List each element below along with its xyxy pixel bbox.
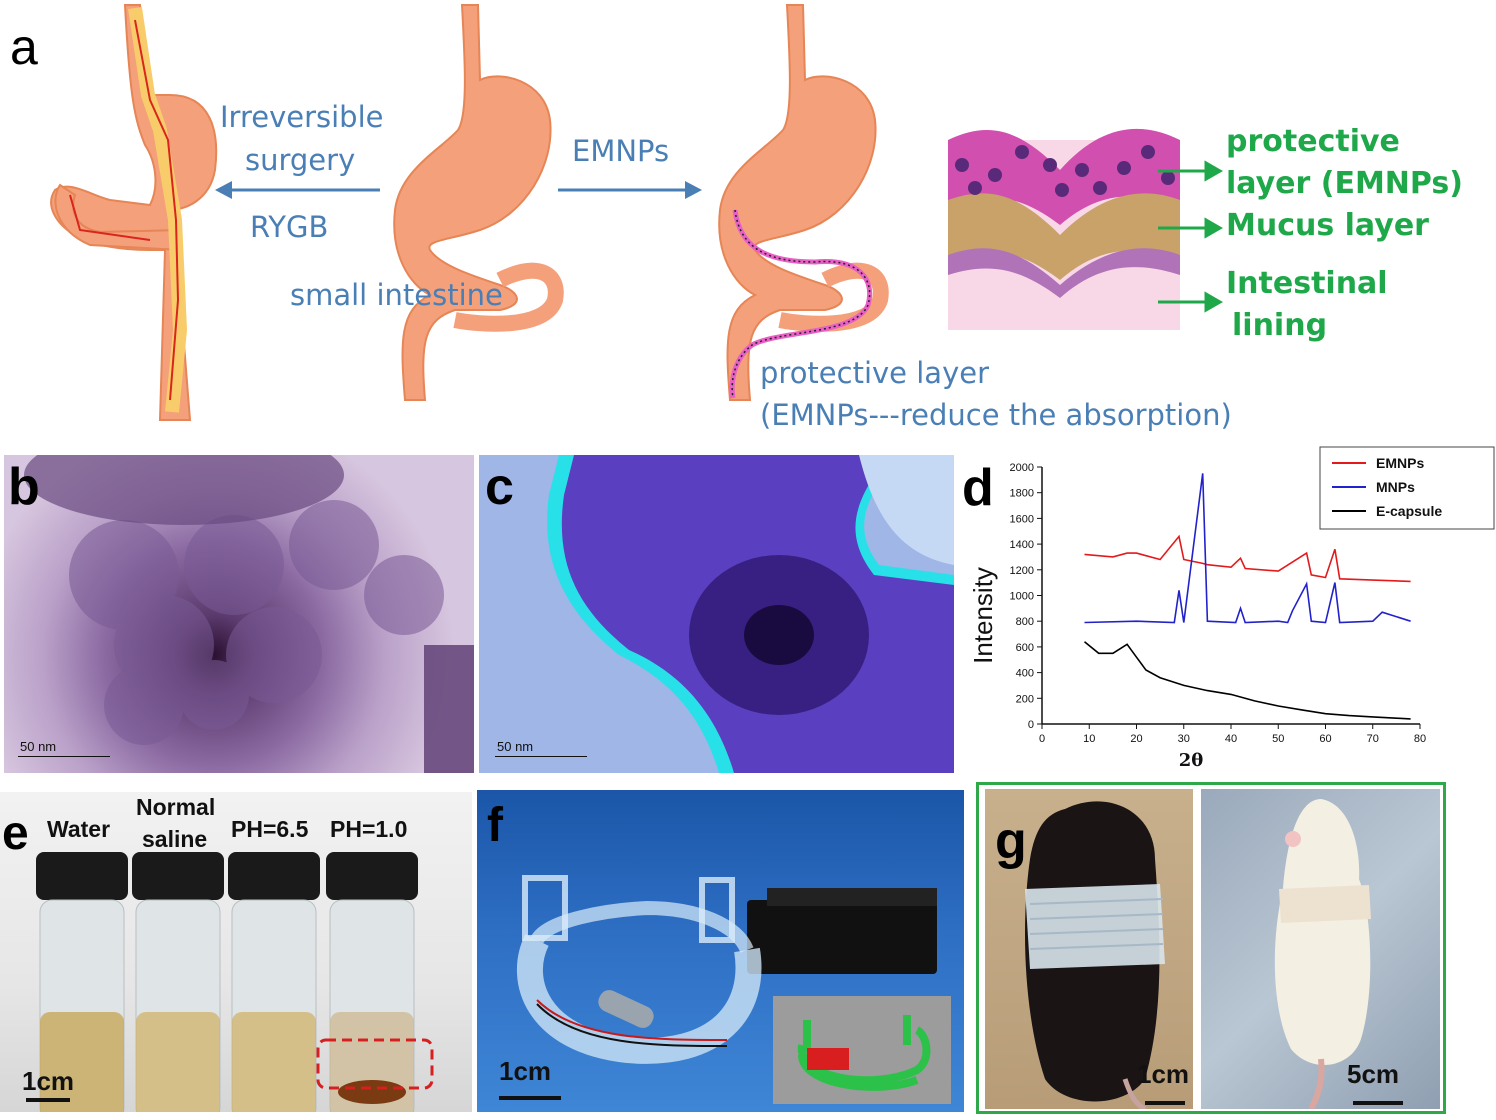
legend-intestinal: Intestinal: [1226, 266, 1388, 301]
panel-e-scale-bar: [26, 1098, 70, 1102]
series-line-emnps: [1084, 534, 1411, 583]
x-tick-label: 30: [1178, 733, 1190, 745]
y-tick-label: 0: [1028, 719, 1034, 731]
y-axis-label: Intensity: [968, 567, 998, 664]
panel-b-scale-text: 50 nm: [20, 739, 57, 754]
panel-e-label: e: [2, 807, 29, 860]
panel-d-label: d: [962, 459, 994, 517]
xrd-chart: 0 200 400 600 800 1000 1200 1400 1600 1800 2000 0 10…: [968, 446, 1495, 771]
panel-g-scale-right-text: 5cm: [1347, 1059, 1400, 1089]
coated-stomach-figure: [718, 4, 889, 401]
panel-g-frame: g 1cm 5cm: [976, 782, 1446, 1114]
panel-c-label: c: [485, 458, 514, 516]
panel-b-tem-image: b 50 nm: [4, 455, 474, 773]
panel-g-scale-left-text: 1cm: [1137, 1059, 1190, 1089]
vial-label-water: Water: [47, 816, 111, 842]
mouse-photo: g 1cm: [985, 789, 1193, 1109]
legend-protective: protective: [1226, 124, 1400, 159]
x-tick-label: 80: [1414, 733, 1426, 745]
x-tick-label: 10: [1083, 733, 1095, 745]
y-tick-label: 1800: [1010, 488, 1034, 500]
irreversible-text: Irreversible: [220, 100, 384, 134]
panel-e-photo: e Water Normal saline PH=6.5 PH=1.0 1cm: [0, 792, 472, 1112]
x-tick-label: 50: [1272, 733, 1284, 745]
rygb-stomach-figure: [50, 4, 218, 421]
panel-f-scale-text: 1cm: [499, 1056, 552, 1086]
x-tick-label: 20: [1130, 733, 1142, 745]
y-tick-label: 1200: [1010, 565, 1034, 577]
legend-mucus: Mucus layer: [1226, 208, 1429, 243]
x-tick-label: 70: [1367, 733, 1379, 745]
legend-label: MNPs: [1376, 479, 1415, 495]
panel-g-label: g: [995, 812, 1027, 870]
vial-shapes: [36, 852, 434, 1112]
legend-lining: lining: [1232, 308, 1328, 343]
y-tick-label: 200: [1016, 693, 1034, 705]
y-tick-label: 2000: [1010, 462, 1034, 474]
small-intestine-text: small intestine: [290, 278, 503, 312]
rat-photo: 5cm: [1201, 789, 1440, 1109]
vial-label-saline: saline: [142, 826, 208, 852]
y-tick-label: 1600: [1010, 513, 1034, 525]
panel-f-scale-bar: [499, 1096, 561, 1100]
y-tick-label: 800: [1016, 616, 1034, 628]
reduce-absorption-text: (EMNPs---reduce the absorption): [760, 398, 1232, 432]
panel-f-label: f: [487, 799, 503, 852]
surgery-text: surgery: [245, 143, 356, 177]
panel-a-illustration: [50, 4, 1224, 421]
vial-label-ph10: PH=1.0: [330, 816, 408, 842]
legend-label: E-capsule: [1376, 503, 1442, 519]
rygb-text: RYGB: [250, 210, 329, 244]
panel-b-label: b: [8, 458, 40, 516]
panel-e-scale-text: 1cm: [22, 1066, 75, 1096]
legend-layer-emnps: layer (EMNPs): [1226, 166, 1463, 201]
y-tick-label: 600: [1016, 642, 1034, 654]
vial-label-normal: Normal: [136, 794, 216, 820]
vial-label-ph65: PH=6.5: [231, 816, 309, 842]
series-line-mnps: [1084, 473, 1411, 624]
emnps-text: EMNPs: [572, 134, 670, 168]
x-tick-label: 60: [1319, 733, 1331, 745]
x-tick-label: 0: [1039, 733, 1045, 745]
series-line-e-capsule: [1083, 641, 1411, 720]
panel-g-scale-right-bar: [1353, 1101, 1403, 1105]
panel-c-scale-bar: [495, 756, 587, 757]
normal-stomach-figure: [393, 4, 564, 401]
y-tick-label: 1000: [1010, 591, 1034, 603]
legend-label: EMNPs: [1376, 455, 1424, 471]
panel-b-scale-bar: [18, 756, 110, 757]
x-axis-label: 2θ: [1179, 750, 1204, 771]
panel-a-label: a: [10, 19, 38, 75]
panel-f-photo: f 1cm: [477, 790, 964, 1112]
panel-c-scale-text: 50 nm: [497, 739, 534, 754]
y-tick-label: 400: [1016, 668, 1034, 680]
x-tick-label: 40: [1225, 733, 1237, 745]
panel-c-tem-image: c 50 nm: [479, 455, 954, 773]
y-tick-label: 1400: [1010, 539, 1034, 551]
panel-g-scale-left-bar: [1145, 1101, 1185, 1105]
protective-layer-text: protective layer: [760, 356, 989, 390]
intestinal-layers-diagram: [948, 128, 1180, 330]
